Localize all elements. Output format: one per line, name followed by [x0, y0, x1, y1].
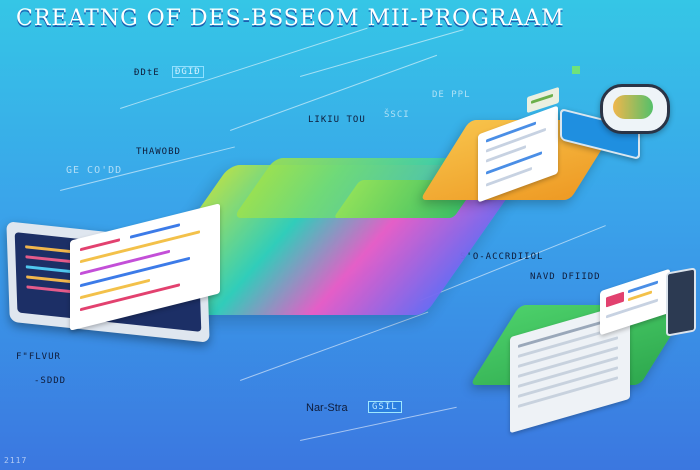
label-bottom-left-2: -SDDD: [34, 376, 67, 386]
label-bottom-left-1: F"FLVUR: [16, 352, 61, 362]
label-left-main: THAWOBD: [136, 147, 181, 157]
rounded-badge: [600, 84, 670, 134]
label-bottom-mid-box: GSIL: [368, 401, 402, 413]
label-mid-top-right: DE PPL: [432, 90, 471, 100]
label-right-mid: S'O-ACCRDIIOL: [460, 252, 544, 262]
label-left-top-faint: GE CO'DD: [66, 165, 123, 176]
phone-device-right: [666, 267, 696, 337]
connector-line: [300, 29, 464, 77]
connector-line: [240, 311, 429, 381]
label-right-lower: NAVD DFIIDD: [530, 272, 601, 282]
label-corner: 2117: [4, 456, 28, 465]
small-square: [572, 66, 580, 74]
label-top-left: ÐDtE: [134, 68, 160, 78]
page-title: CREATNG OF DES-BSSEOM MII-PROGRAAM: [16, 6, 565, 31]
label-mid-top: LIKIU TOU: [308, 115, 366, 125]
label-mid-top-faint: ŠSCI: [384, 110, 410, 120]
label-top-left-box: ĐGIĐ: [172, 66, 204, 78]
label-bottom-mid: Nar-Stra: [306, 402, 348, 414]
